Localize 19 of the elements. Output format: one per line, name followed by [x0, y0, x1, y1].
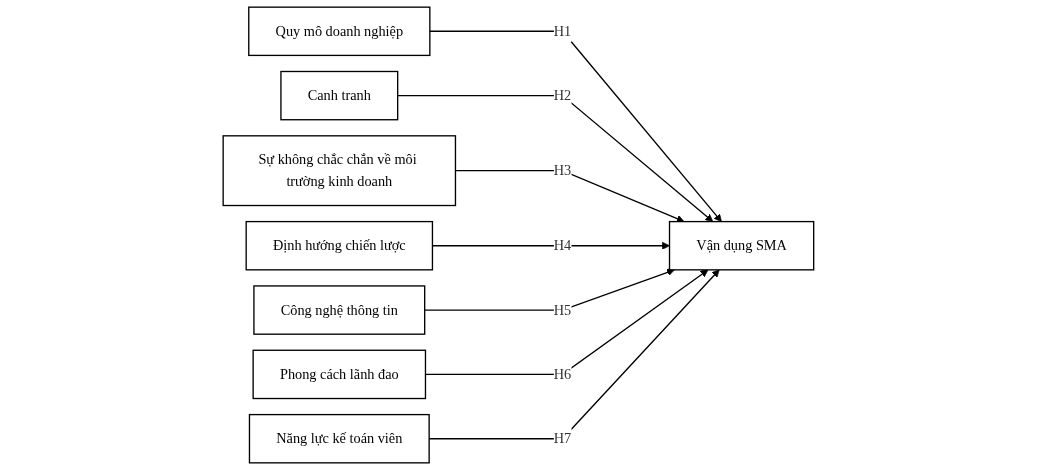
- node-box: Vận dụng SMA: [668, 220, 815, 271]
- arrow: [424, 268, 675, 311]
- node-box: Năng lực kế toán viên: [248, 413, 430, 464]
- node-box: Công nghệ thông tin: [253, 285, 426, 335]
- arrow: [424, 269, 709, 376]
- edge-label: H1: [553, 23, 572, 39]
- edge-label: H4: [553, 237, 572, 253]
- edge-label: H3: [553, 162, 572, 178]
- edge-label: H6: [553, 366, 572, 382]
- edge-label: H2: [553, 87, 572, 103]
- arrow: [429, 30, 722, 222]
- node-box: Định hướng chiến lược: [245, 220, 434, 271]
- node-box: Sự không chắc chắn về môi trường kinh doanh: [222, 135, 457, 207]
- edge-label: H7: [553, 430, 572, 446]
- node-box: Phong cách lãnh đao: [252, 349, 427, 400]
- arrow: [397, 94, 714, 222]
- node-box: Canh tranh: [280, 70, 399, 121]
- edge-label: H5: [553, 302, 572, 318]
- node-box: Quy mô doanh nghiệp: [248, 6, 431, 57]
